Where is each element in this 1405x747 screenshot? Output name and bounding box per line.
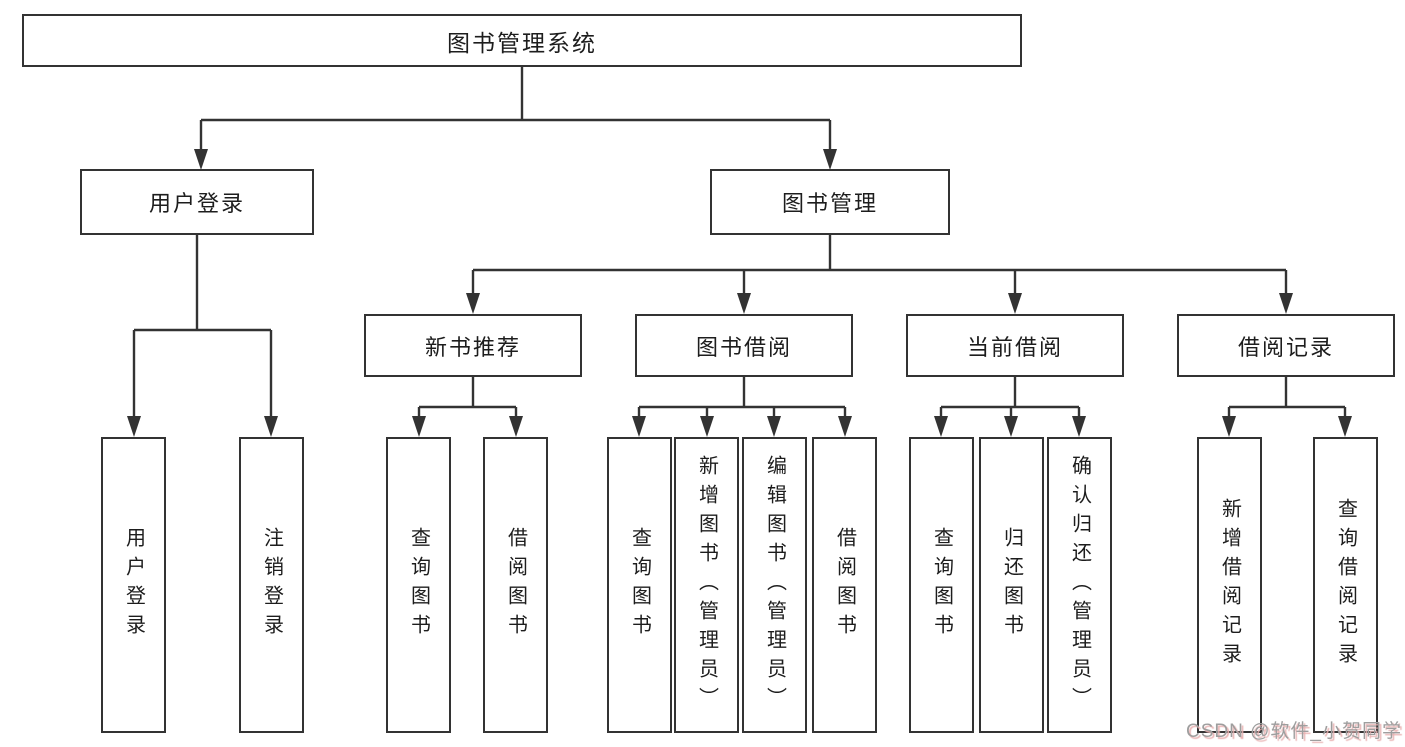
node-label: 用户登录 bbox=[122, 527, 145, 643]
arrowhead-icon bbox=[1279, 293, 1293, 314]
node-label: 借阅记录 bbox=[1237, 334, 1334, 360]
node-label: 用户登录 bbox=[148, 191, 245, 216]
node-return-book: 归还图书 bbox=[979, 437, 1044, 733]
node-query-books-current: 查询图书 bbox=[909, 437, 974, 733]
node-label: 查询借阅记录 bbox=[1334, 498, 1357, 672]
connector-book-management bbox=[471, 235, 1288, 294]
arrowheads-current-borrow bbox=[934, 416, 1086, 437]
node-library-management-system: 图书管理系统 bbox=[22, 14, 1022, 67]
node-label: 当前借阅 bbox=[966, 334, 1063, 360]
node-label: 新增借阅记录 bbox=[1218, 498, 1241, 672]
arrowhead-icon bbox=[1338, 416, 1352, 437]
arrowhead-icon bbox=[1072, 416, 1086, 437]
node-borrow-books-recommend: 借阅图书 bbox=[483, 437, 548, 733]
node-label: 借阅图书 bbox=[504, 527, 527, 643]
arrowhead-icon bbox=[509, 416, 523, 437]
node-user-login-leaf: 用户登录 bbox=[101, 437, 166, 733]
arrowhead-icon bbox=[700, 416, 714, 437]
node-logout: 注销登录 bbox=[239, 437, 304, 733]
node-label: 注销登录 bbox=[260, 527, 283, 643]
arrowheads-book-borrow bbox=[632, 416, 852, 437]
node-label: 编辑图书（管理员） bbox=[763, 454, 786, 716]
connector-root bbox=[199, 67, 832, 150]
node-book-management: 图书管理 bbox=[710, 169, 950, 235]
arrowhead-icon bbox=[1222, 416, 1236, 437]
node-user-login: 用户登录 bbox=[80, 169, 314, 235]
node-label: 借阅图书 bbox=[833, 527, 856, 643]
node-label: 归还图书 bbox=[1000, 527, 1023, 643]
arrowhead-icon bbox=[127, 416, 141, 437]
node-borrow-books-leaf: 借阅图书 bbox=[812, 437, 877, 733]
connector-current-borrow bbox=[939, 377, 1081, 417]
arrowhead-icon bbox=[1004, 416, 1018, 437]
arrowhead-icon bbox=[632, 416, 646, 437]
node-label: 图书借阅 bbox=[695, 334, 792, 360]
arrowheads-root bbox=[194, 149, 837, 170]
arrowhead-icon bbox=[934, 416, 948, 437]
node-new-book-recommend: 新书推荐 bbox=[364, 314, 582, 377]
node-label: 确认归还（管理员） bbox=[1068, 454, 1091, 716]
arrowhead-icon bbox=[1008, 293, 1022, 314]
connector-book-borrow bbox=[637, 377, 847, 417]
node-query-books-borrow: 查询图书 bbox=[607, 437, 672, 733]
arrowhead-icon bbox=[838, 416, 852, 437]
node-confirm-return-admin: 确认归还（管理员） bbox=[1047, 437, 1112, 733]
arrowhead-icon bbox=[466, 293, 480, 314]
node-label: 新增图书（管理员） bbox=[695, 454, 718, 716]
node-add-borrow-record: 新增借阅记录 bbox=[1197, 437, 1262, 733]
arrowhead-icon bbox=[412, 416, 426, 437]
node-query-borrow-record: 查询借阅记录 bbox=[1313, 437, 1378, 733]
node-label: 新书推荐 bbox=[424, 334, 521, 360]
node-label: 查询图书 bbox=[930, 527, 953, 643]
connector-new-book-recommend bbox=[417, 377, 518, 417]
node-book-borrow: 图书借阅 bbox=[635, 314, 853, 377]
node-edit-book-admin: 编辑图书（管理员） bbox=[742, 437, 807, 733]
arrowheads-user-login bbox=[127, 416, 278, 437]
node-borrow-records: 借阅记录 bbox=[1177, 314, 1395, 377]
node-label: 图书管理 bbox=[781, 191, 878, 216]
arrowhead-icon bbox=[737, 293, 751, 314]
node-add-book-admin: 新增图书（管理员） bbox=[674, 437, 739, 733]
node-label: 图书管理系统 bbox=[447, 29, 597, 56]
arrowheads-book-management bbox=[466, 293, 1293, 314]
watermark: CSDN @软件_小贺同学 bbox=[1186, 721, 1402, 742]
arrowhead-icon bbox=[767, 416, 781, 437]
arrowheads-borrow-records bbox=[1222, 416, 1352, 437]
connector-borrow-records bbox=[1227, 377, 1347, 417]
connector-user-login bbox=[132, 235, 273, 417]
arrowhead-icon bbox=[823, 149, 837, 170]
arrowhead-icon bbox=[194, 149, 208, 170]
arrowheads-new-book-recommend bbox=[412, 416, 523, 437]
node-current-borrow: 当前借阅 bbox=[906, 314, 1124, 377]
node-query-books-recommend: 查询图书 bbox=[386, 437, 451, 733]
node-label: 查询图书 bbox=[407, 527, 430, 643]
arrowhead-icon bbox=[264, 416, 278, 437]
node-label: 查询图书 bbox=[628, 527, 651, 643]
